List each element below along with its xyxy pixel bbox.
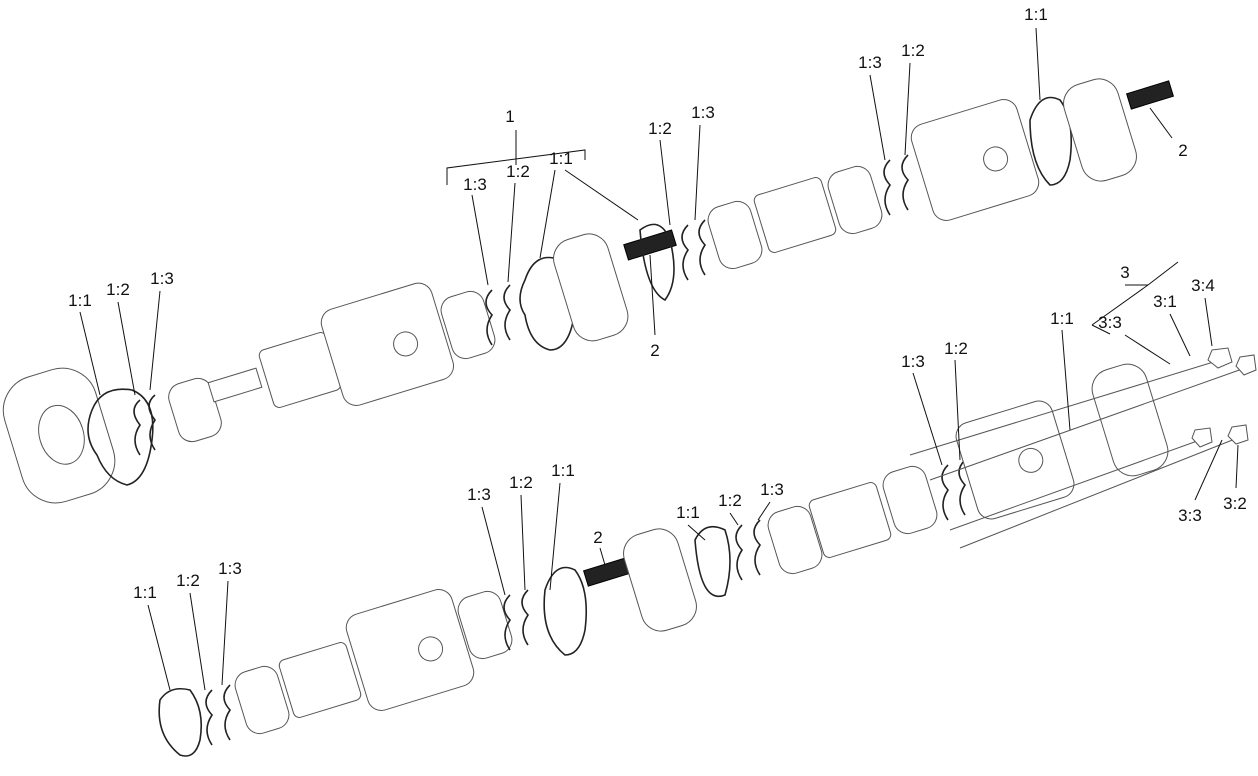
callout: 1:2 xyxy=(506,162,530,181)
snap-ring xyxy=(223,684,232,741)
bearing-block xyxy=(767,505,823,575)
nut xyxy=(1235,354,1257,376)
callout: 1:3 xyxy=(760,480,784,499)
callout: 1:3 xyxy=(218,559,242,578)
callout: 1 xyxy=(505,107,514,126)
bearing-block xyxy=(707,200,763,270)
snap-ring xyxy=(958,459,967,516)
callout: 3 xyxy=(1120,263,1129,282)
callout: 1:3 xyxy=(858,53,882,72)
top-assembly xyxy=(2,78,1175,504)
callout: 1:2 xyxy=(106,280,130,299)
callout: 3:2 xyxy=(1223,494,1247,513)
callout: 2 xyxy=(1178,141,1187,160)
callout: 1:2 xyxy=(944,339,968,358)
snap-ring xyxy=(503,284,512,341)
callout: 3:1 xyxy=(1153,292,1177,311)
snap-ring xyxy=(941,464,950,521)
snap-ring xyxy=(205,689,214,746)
rear-cover xyxy=(1091,363,1169,477)
callout: 1:2 xyxy=(718,491,742,510)
o-ring xyxy=(543,566,588,656)
pump-housing xyxy=(320,282,455,406)
callout: 1:3 xyxy=(691,103,715,122)
callout: 1:1 xyxy=(549,149,573,168)
snap-ring xyxy=(485,289,494,346)
snap-ring xyxy=(735,524,744,581)
callout: 1:2 xyxy=(901,41,925,60)
gear xyxy=(753,177,837,253)
bearing-block xyxy=(882,465,938,535)
callout: 1:1 xyxy=(133,583,157,602)
coupling-shaft xyxy=(623,229,677,261)
callout: 2 xyxy=(593,528,602,547)
callout: 1:1 xyxy=(551,461,575,480)
snap-ring xyxy=(133,399,141,456)
bearing-block xyxy=(234,665,290,735)
end-plate xyxy=(553,233,629,342)
bearing-block xyxy=(457,590,513,660)
gear xyxy=(808,482,892,558)
nut xyxy=(1191,427,1213,448)
bearing-block xyxy=(168,377,222,443)
leader-lines xyxy=(79,27,1239,691)
callout: 1:1 xyxy=(1050,309,1074,328)
snap-ring xyxy=(698,219,707,276)
bearing-block xyxy=(827,165,883,235)
snap-ring xyxy=(753,519,762,576)
snap-ring xyxy=(681,224,690,281)
bottom-assembly xyxy=(158,347,1257,757)
tie-bolt xyxy=(949,439,1201,531)
snap-ring xyxy=(503,594,512,651)
gear xyxy=(278,642,362,718)
tie-bolts xyxy=(909,347,1257,549)
callout: 3:4 xyxy=(1191,276,1215,295)
o-ring xyxy=(694,525,731,598)
callout: 1:3 xyxy=(467,485,491,504)
pump-housing xyxy=(345,589,475,711)
callout: 3:3 xyxy=(1178,506,1202,525)
end-plate xyxy=(623,528,697,632)
nut xyxy=(1227,424,1249,445)
pump-housing xyxy=(955,400,1075,520)
snap-ring xyxy=(883,159,892,216)
o-ring xyxy=(87,388,154,486)
callout: 1:1 xyxy=(68,291,92,310)
callouts: 1 1:3 1:2 1:1 1:2 1:3 2 1:3 1:2 1:1 2 1:… xyxy=(68,5,1247,602)
rear-cover xyxy=(1063,78,1137,182)
callout: 1:2 xyxy=(509,473,533,492)
coupling-shaft xyxy=(582,557,632,587)
callout: 1:1 xyxy=(1024,5,1048,24)
o-ring xyxy=(1029,96,1073,186)
callout: 1:3 xyxy=(901,352,925,371)
tie-bolt xyxy=(959,436,1241,549)
callout: 1:1 xyxy=(676,503,700,522)
callout: 1:3 xyxy=(150,269,174,288)
callout: 1:3 xyxy=(463,175,487,194)
nut xyxy=(1207,347,1233,369)
o-ring xyxy=(158,687,203,757)
callout: 1:2 xyxy=(176,571,200,590)
o-ring xyxy=(639,223,675,302)
tie-bolt xyxy=(909,359,1221,456)
pump-housing xyxy=(910,99,1040,221)
callout: 1:2 xyxy=(648,119,672,138)
callout: 2 xyxy=(650,341,659,360)
snap-ring xyxy=(148,394,156,451)
drive-shaft xyxy=(207,367,263,403)
coupling-shaft xyxy=(1125,80,1175,110)
snap-ring xyxy=(901,154,910,211)
snap-ring xyxy=(521,589,530,646)
tie-bolt xyxy=(929,367,1246,481)
callout: 3:3 xyxy=(1098,313,1122,332)
